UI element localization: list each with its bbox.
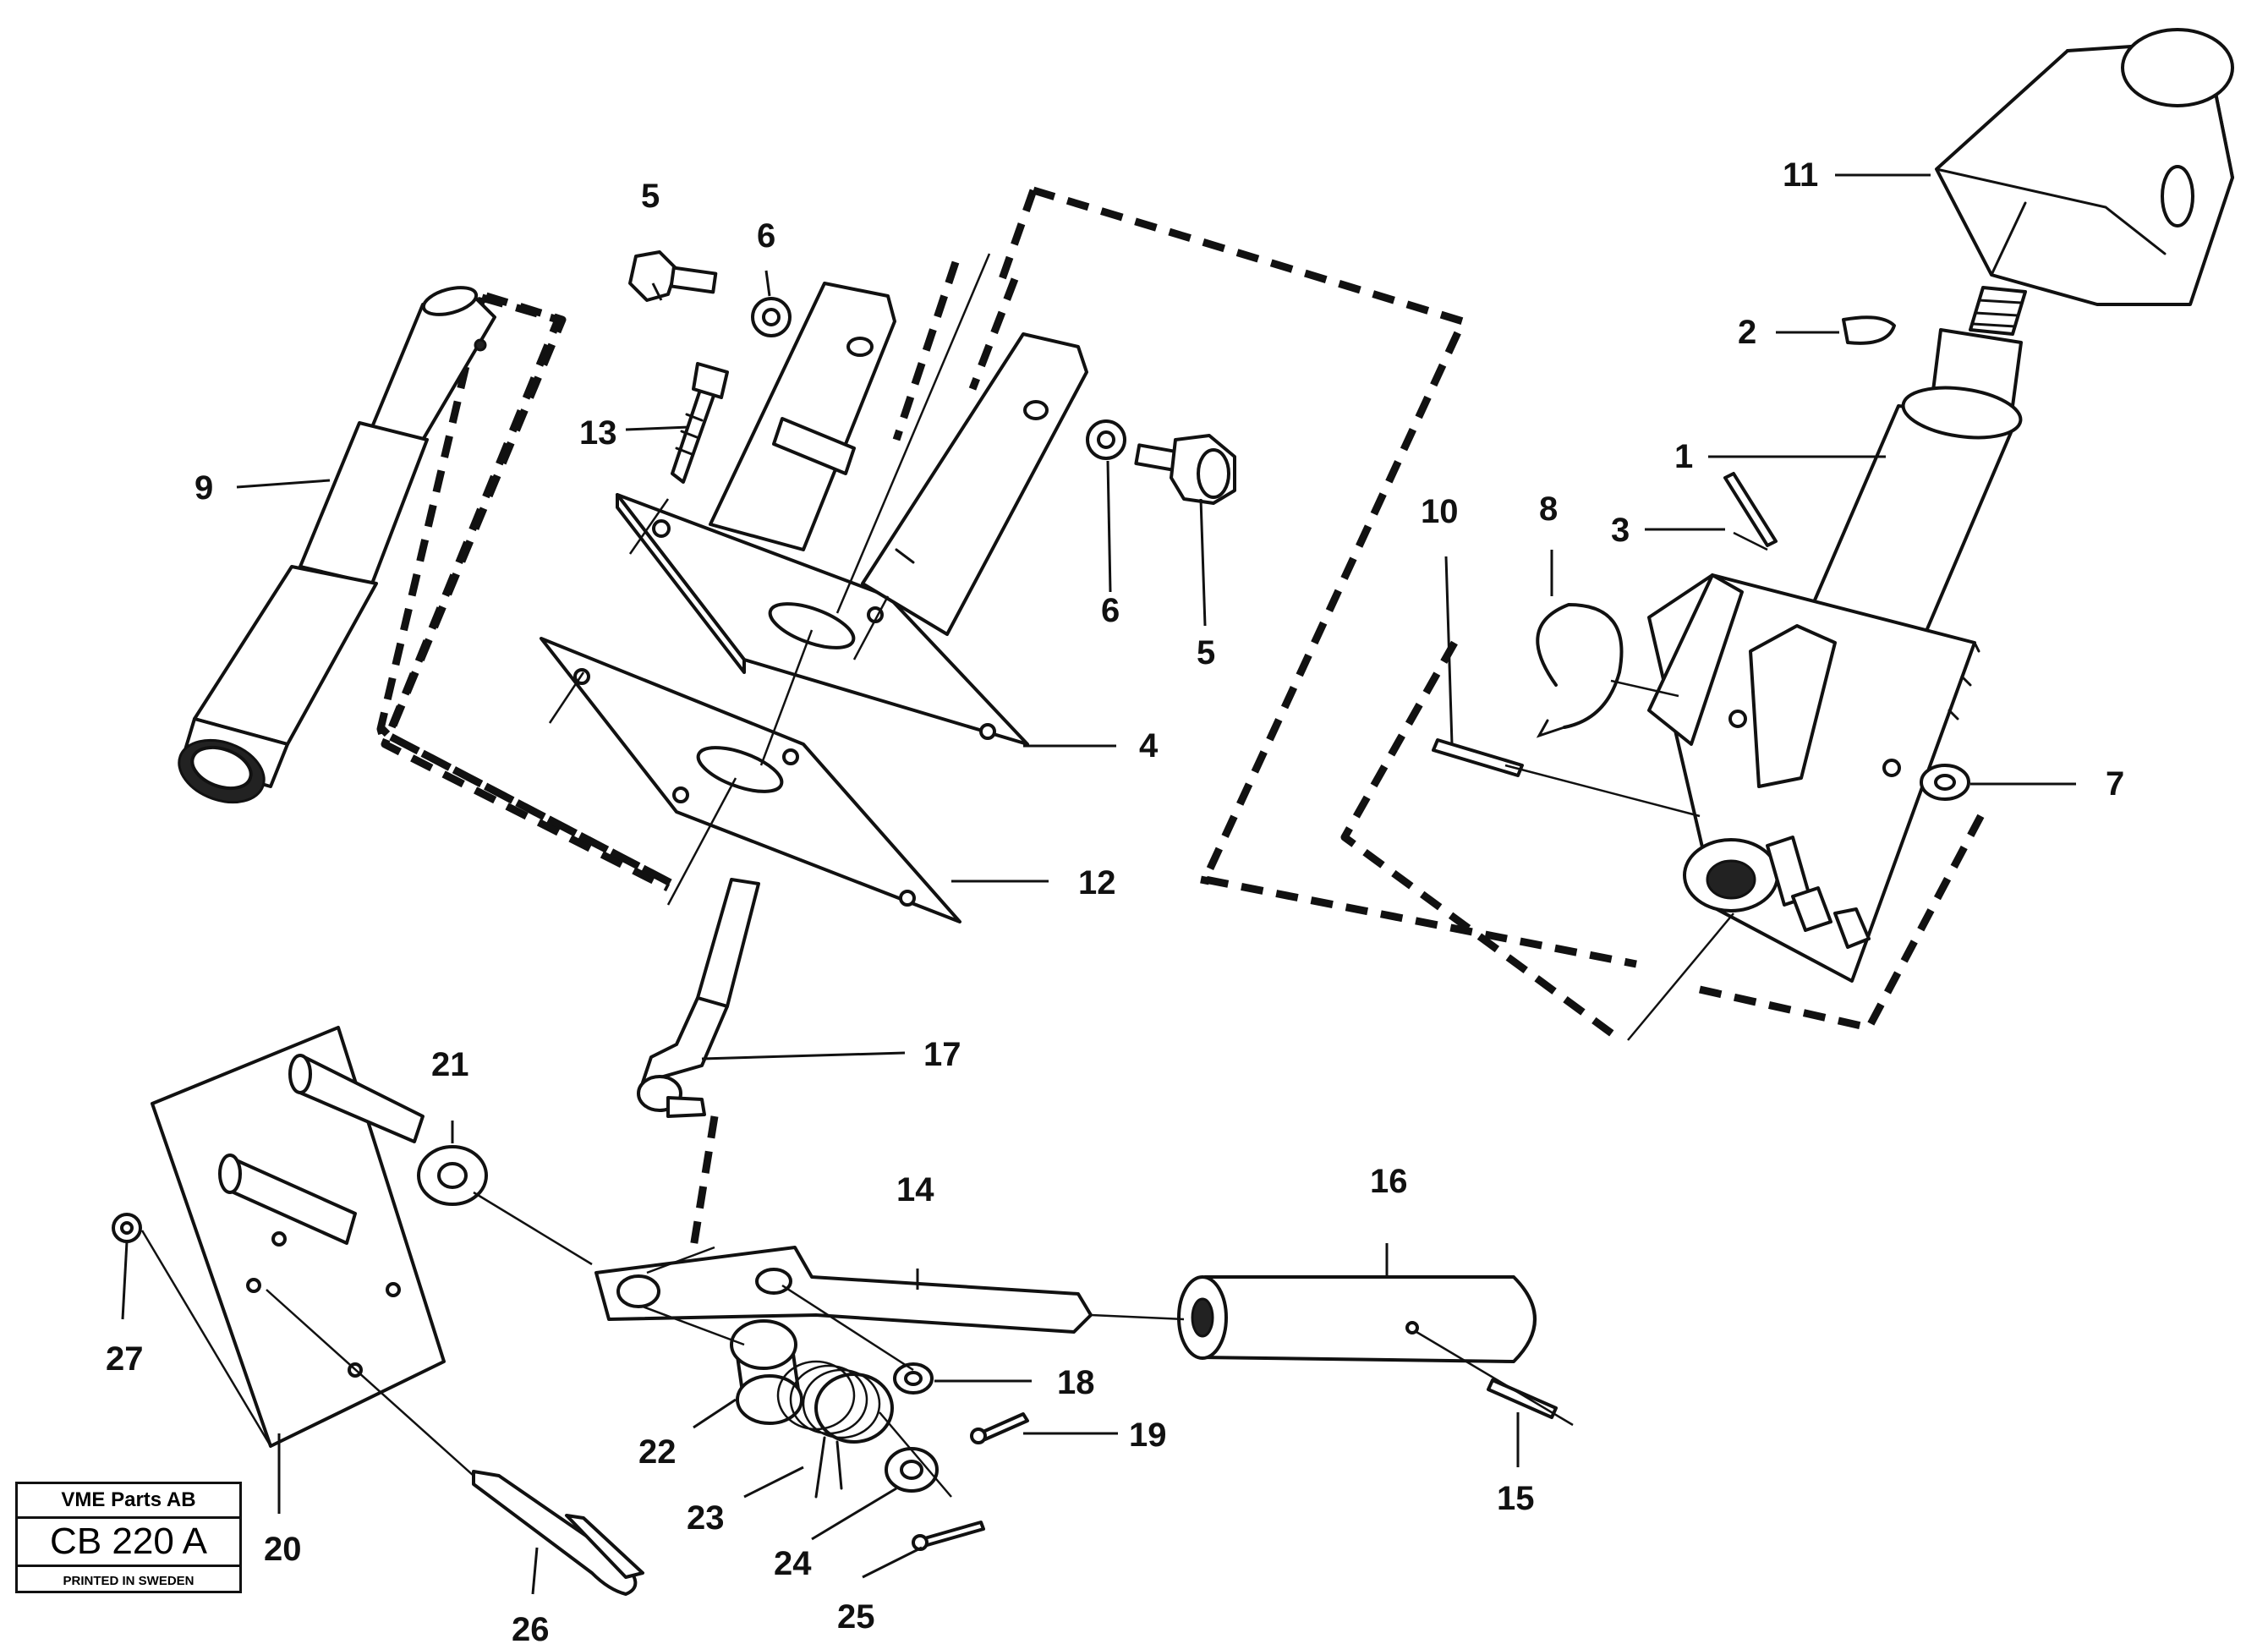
- callout-3: 3: [1611, 512, 1630, 549]
- callout-15: 15: [1497, 1480, 1535, 1517]
- sleeve-part-16: [1177, 1275, 1537, 1363]
- callout-labels: 1 2 3 4 5 5 6 6 7 8 9 10 11 12 13 14 15 …: [106, 156, 2124, 1644]
- callout-1: 1: [1674, 438, 1693, 475]
- drawing-code: CB 220 A: [18, 1519, 239, 1567]
- washer-part-7: [1920, 764, 1970, 801]
- link-rod-part-17: [637, 878, 760, 1118]
- assembly-outline-center: [1032, 186, 1637, 968]
- company-name: VME Parts AB: [18, 1484, 239, 1519]
- washer-part-6-right: [1086, 419, 1126, 460]
- bracket-arm-left: [709, 282, 896, 551]
- washer-part-18: [893, 1362, 934, 1395]
- leader-lines: [121, 173, 2076, 1595]
- callout-16: 16: [1370, 1163, 1408, 1200]
- callout-24: 24: [774, 1545, 812, 1582]
- roll-pin-part-15: [1487, 1378, 1558, 1419]
- callout-8: 8: [1539, 490, 1558, 528]
- mounting-plate-part-20: [151, 1026, 446, 1448]
- title-block: VME Parts AB CB 220 A PRINTED IN SWEDEN: [15, 1482, 242, 1593]
- assembly-outline-link: [689, 1115, 719, 1248]
- split-pin-part-19: [970, 1412, 1029, 1444]
- callout-18: 18: [1057, 1364, 1095, 1401]
- bolt-part-13: [671, 362, 729, 484]
- bracket-arm-right: [861, 332, 1088, 636]
- splined-shaft-part-9: [178, 286, 496, 804]
- nut-part-27: [112, 1213, 142, 1243]
- u-bolt-part-26: [472, 1470, 644, 1596]
- assembly-outline-bracket-top: [892, 260, 1019, 441]
- callout-10: 10: [1421, 493, 1459, 530]
- callout-2: 2: [1738, 314, 1756, 351]
- callout-20: 20: [264, 1531, 302, 1568]
- callout-12: 12: [1078, 864, 1116, 901]
- assembly-outline-left-shaft: [377, 292, 677, 888]
- callout-5-right: 5: [1197, 634, 1215, 671]
- assembly-outline-right: [1340, 640, 1986, 1039]
- pin-part-3: [1723, 472, 1778, 547]
- key-part-2: [1842, 315, 1896, 345]
- shaft-housing-part-1: [1647, 286, 2027, 983]
- callout-5-top: 5: [641, 178, 660, 215]
- split-pin-part-25: [912, 1521, 985, 1551]
- callout-4: 4: [1139, 727, 1159, 764]
- callout-23: 23: [687, 1499, 725, 1537]
- callout-27: 27: [106, 1340, 144, 1378]
- callout-13: 13: [579, 414, 617, 452]
- callout-9: 9: [194, 469, 213, 507]
- washer-part-6-top: [751, 297, 792, 337]
- callout-17: 17: [923, 1036, 961, 1073]
- cap-part-11: [1935, 28, 2234, 306]
- callout-7: 7: [2106, 765, 2124, 803]
- lever-part-14: [594, 1246, 1093, 1334]
- nut-part-5-right: [1134, 434, 1236, 505]
- assembly-outline-center-left: [998, 189, 1210, 885]
- callout-19: 19: [1129, 1417, 1167, 1454]
- roll-pin-part-10: [1432, 738, 1524, 777]
- callout-6-right: 6: [1101, 592, 1120, 629]
- spring-part-23: [776, 1360, 894, 1499]
- printed-note: PRINTED IN SWEDEN: [63, 1574, 194, 1588]
- callout-11: 11: [1783, 156, 1818, 194]
- nut-part-5-top: [628, 250, 718, 302]
- bracket-plate-part-4: [616, 493, 1029, 746]
- bushing-part-22: [730, 1319, 803, 1425]
- callout-14: 14: [896, 1171, 934, 1208]
- callout-21: 21: [431, 1046, 469, 1083]
- washer-part-24: [885, 1447, 939, 1493]
- callout-26: 26: [512, 1611, 550, 1644]
- callout-25: 25: [837, 1598, 875, 1636]
- circlip-part-8: [1536, 603, 1624, 738]
- alignment-lines: [140, 253, 1768, 1498]
- callout-6-top: 6: [757, 217, 775, 255]
- spacer-part-21: [417, 1145, 488, 1206]
- callout-22: 22: [638, 1433, 677, 1471]
